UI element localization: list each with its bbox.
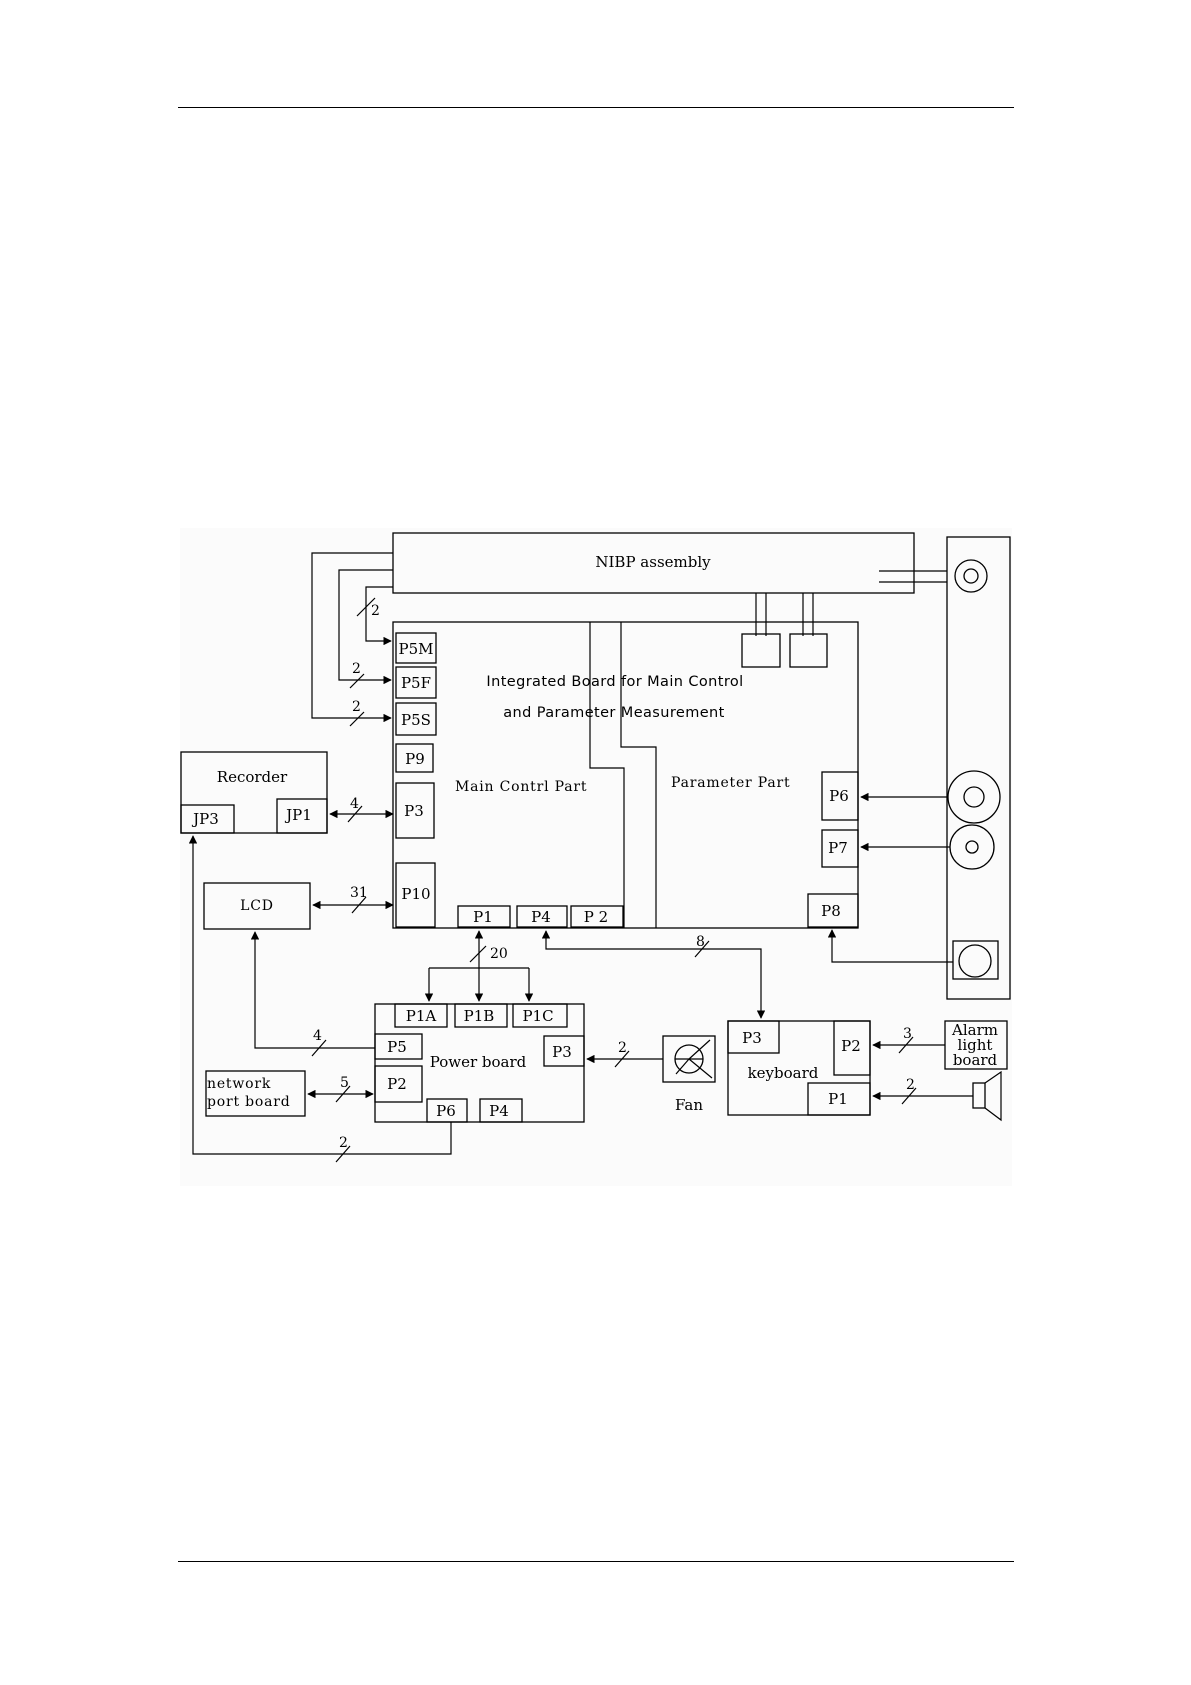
wire-count-power-network: 5 [340,1075,349,1091]
wire-count-recorder-p3: 4 [350,796,359,812]
connector-power-p2: P2 [387,1075,407,1093]
wire-count-nibp-p5f: 2 [352,661,361,677]
parameter-part-label: Parameter Part [671,775,790,791]
connector-p1b: P1B [464,1007,495,1025]
wire-count-lcd-p10: 31 [350,885,368,901]
svg-text:port board: port board [207,1094,291,1110]
svg-text:P4: P4 [531,908,551,926]
connector-jp3: JP3 [191,810,219,828]
wire-count-speaker-keyboard: 2 [906,1077,915,1093]
connector-power-p5: P5 [387,1038,407,1056]
power-board-label: Power board [430,1053,527,1071]
wire-count-p1-power: 20 [490,946,508,962]
svg-text:network: network [207,1076,271,1092]
connector-power-p3: P3 [552,1043,572,1061]
wire-count-power-recorder: 2 [339,1135,348,1151]
connector-power-p6: P6 [436,1102,456,1120]
wire-count-nibp-p5s: 2 [352,699,361,715]
integrated-board-title-1: Integrated Board for Main Control [486,674,743,690]
svg-text:P3: P3 [404,802,424,820]
connector-p1c: P1C [522,1007,553,1025]
wire-count-fan-power: 2 [618,1040,627,1056]
fan-label: Fan [675,1096,703,1114]
svg-text:P6: P6 [829,787,849,805]
svg-text:P5F: P5F [401,674,431,692]
nibp-label: NIBP assembly [595,553,711,571]
svg-text:P5M: P5M [399,640,434,658]
svg-text:P8: P8 [821,902,841,920]
connector-p1a: P1A [406,1007,437,1025]
recorder-label: Recorder [217,768,288,786]
connector-keyboard-p3: P3 [742,1029,762,1047]
main-control-part-label: Main Contrl Part [455,779,587,795]
svg-text:P9: P9 [405,750,425,768]
connector-keyboard-p1: P1 [828,1090,848,1108]
svg-text:P5S: P5S [401,711,431,729]
wire-count-nibp-p5m: 2 [371,603,380,619]
integrated-board-title-2: and Parameter Measurement [503,705,724,721]
svg-text:P1: P1 [473,908,493,926]
svg-text:P7: P7 [828,839,848,857]
wire-count-p4-keyboard: 8 [696,934,705,950]
svg-text:board: board [953,1051,998,1069]
keyboard-label: keyboard [748,1064,819,1082]
wire-count-alarm-keyboard: 3 [903,1026,912,1042]
svg-text:P 2: P 2 [584,908,608,926]
connector-power-p4: P4 [489,1102,509,1120]
wire-count-power-lcd: 4 [313,1028,322,1044]
connector-jp1: JP1 [284,806,312,824]
connector-keyboard-p2: P2 [841,1037,861,1055]
svg-text:P10: P10 [401,885,430,903]
lcd-label: LCD [240,898,274,914]
